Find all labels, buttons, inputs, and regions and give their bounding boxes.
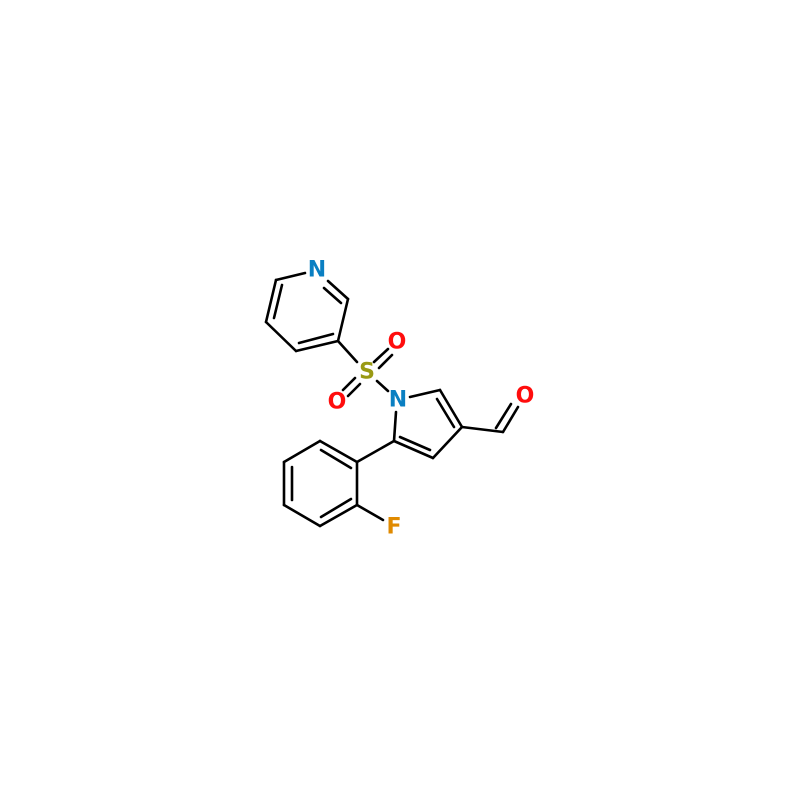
- bond: [297, 332, 335, 345]
- bond: [501, 405, 520, 434]
- bond: [398, 435, 432, 452]
- atom-labels: N S O O N O F: [308, 258, 535, 540]
- atom-pyrrole-nitrogen: N: [389, 388, 407, 413]
- atom-aldehyde-oxygen: O: [516, 384, 535, 409]
- bond: [346, 382, 362, 398]
- bond: [392, 439, 435, 460]
- bond: [431, 425, 464, 460]
- bond: [282, 439, 322, 464]
- bond: [392, 410, 398, 443]
- bond: [408, 388, 442, 399]
- bond: [264, 278, 278, 324]
- bond: [341, 376, 357, 392]
- atom-sulfur: S: [359, 360, 375, 385]
- bond: [272, 283, 284, 320]
- bond: [264, 320, 298, 353]
- bond: [438, 388, 464, 429]
- bond: [319, 448, 353, 470]
- bonds: [264, 271, 520, 528]
- atom-sulfonyl-oxygen-1: O: [388, 330, 407, 355]
- bond: [319, 497, 353, 519]
- bond: [375, 379, 390, 393]
- bond: [318, 503, 359, 528]
- bond: [435, 397, 456, 429]
- bond: [372, 347, 390, 364]
- bond: [322, 286, 343, 305]
- bond: [355, 439, 396, 464]
- atom-pyridine-nitrogen: N: [308, 258, 326, 283]
- bond: [377, 353, 394, 370]
- bond: [355, 503, 385, 522]
- atom-fluorine: F: [386, 515, 401, 540]
- bond: [326, 279, 350, 301]
- bond: [336, 339, 359, 364]
- bond: [282, 503, 322, 528]
- bond: [274, 271, 307, 282]
- atom-sulfonyl-oxygen-2: O: [328, 390, 347, 415]
- bond: [336, 297, 350, 343]
- bond: [460, 425, 505, 434]
- bond: [294, 339, 340, 353]
- bond: [318, 439, 359, 464]
- bond: [494, 402, 513, 430]
